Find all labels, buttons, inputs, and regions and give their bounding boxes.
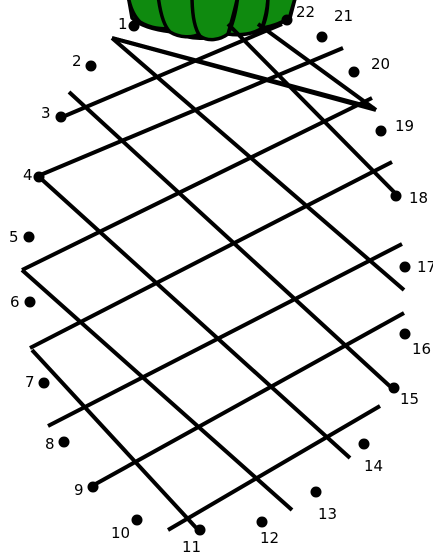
dot-7[interactable]	[39, 378, 50, 389]
numbered-dots: 1 2 3 4 5 6 7 8 9 10 11 12 13 14 15 16 1	[9, 3, 433, 555]
dot-label-18: 18	[409, 189, 428, 207]
dot-label-10: 10	[111, 524, 130, 542]
dot-label-13: 13	[318, 505, 337, 523]
dot-6[interactable]	[25, 297, 36, 308]
dot-4[interactable]	[34, 172, 45, 183]
dot-11[interactable]	[195, 525, 206, 536]
lattice-line	[30, 162, 392, 348]
lattice-line	[48, 244, 402, 426]
dot-20[interactable]	[349, 67, 360, 78]
dot-12[interactable]	[257, 517, 268, 528]
dot-label-2: 2	[72, 52, 82, 70]
dot-8[interactable]	[59, 437, 70, 448]
lattice-line	[92, 313, 404, 486]
dot-3[interactable]	[56, 112, 67, 123]
dot-1[interactable]	[129, 21, 140, 32]
dot-label-12: 12	[260, 529, 279, 547]
lattice-line	[38, 176, 350, 458]
dot-label-21: 21	[334, 7, 353, 25]
dot-22[interactable]	[282, 15, 293, 26]
dot-label-19: 19	[395, 117, 414, 135]
dot-21[interactable]	[317, 32, 328, 43]
dot-label-6: 6	[10, 293, 20, 311]
dot-label-9: 9	[74, 481, 84, 499]
dot-label-1: 1	[118, 15, 128, 33]
lattice-line	[22, 270, 292, 510]
dot-label-3: 3	[41, 104, 51, 122]
dot-10[interactable]	[132, 515, 143, 526]
lattice-line	[38, 48, 343, 176]
dot-label-16: 16	[412, 340, 431, 358]
lattice-line	[60, 24, 282, 118]
dot-5[interactable]	[24, 232, 35, 243]
lattice-lines	[22, 24, 404, 532]
dot-9[interactable]	[88, 482, 99, 493]
dot-17[interactable]	[400, 262, 411, 273]
dot-label-7: 7	[25, 373, 35, 391]
dot-18[interactable]	[391, 191, 402, 202]
dot-label-4: 4	[23, 166, 33, 184]
dot-label-22: 22	[296, 3, 315, 21]
dot-2[interactable]	[86, 61, 97, 72]
dot-label-11: 11	[182, 538, 201, 555]
dot-label-14: 14	[364, 457, 383, 475]
dot-16[interactable]	[400, 329, 411, 340]
dot-label-20: 20	[371, 55, 390, 73]
dot-19[interactable]	[376, 126, 387, 137]
dot-14[interactable]	[359, 439, 370, 450]
lattice-line	[22, 98, 372, 270]
dot-label-5: 5	[9, 228, 19, 246]
dot-15[interactable]	[389, 383, 400, 394]
dot-13[interactable]	[311, 487, 322, 498]
dot-label-17: 17	[417, 258, 433, 276]
dot-label-8: 8	[45, 435, 55, 453]
dot-label-15: 15	[400, 390, 419, 408]
